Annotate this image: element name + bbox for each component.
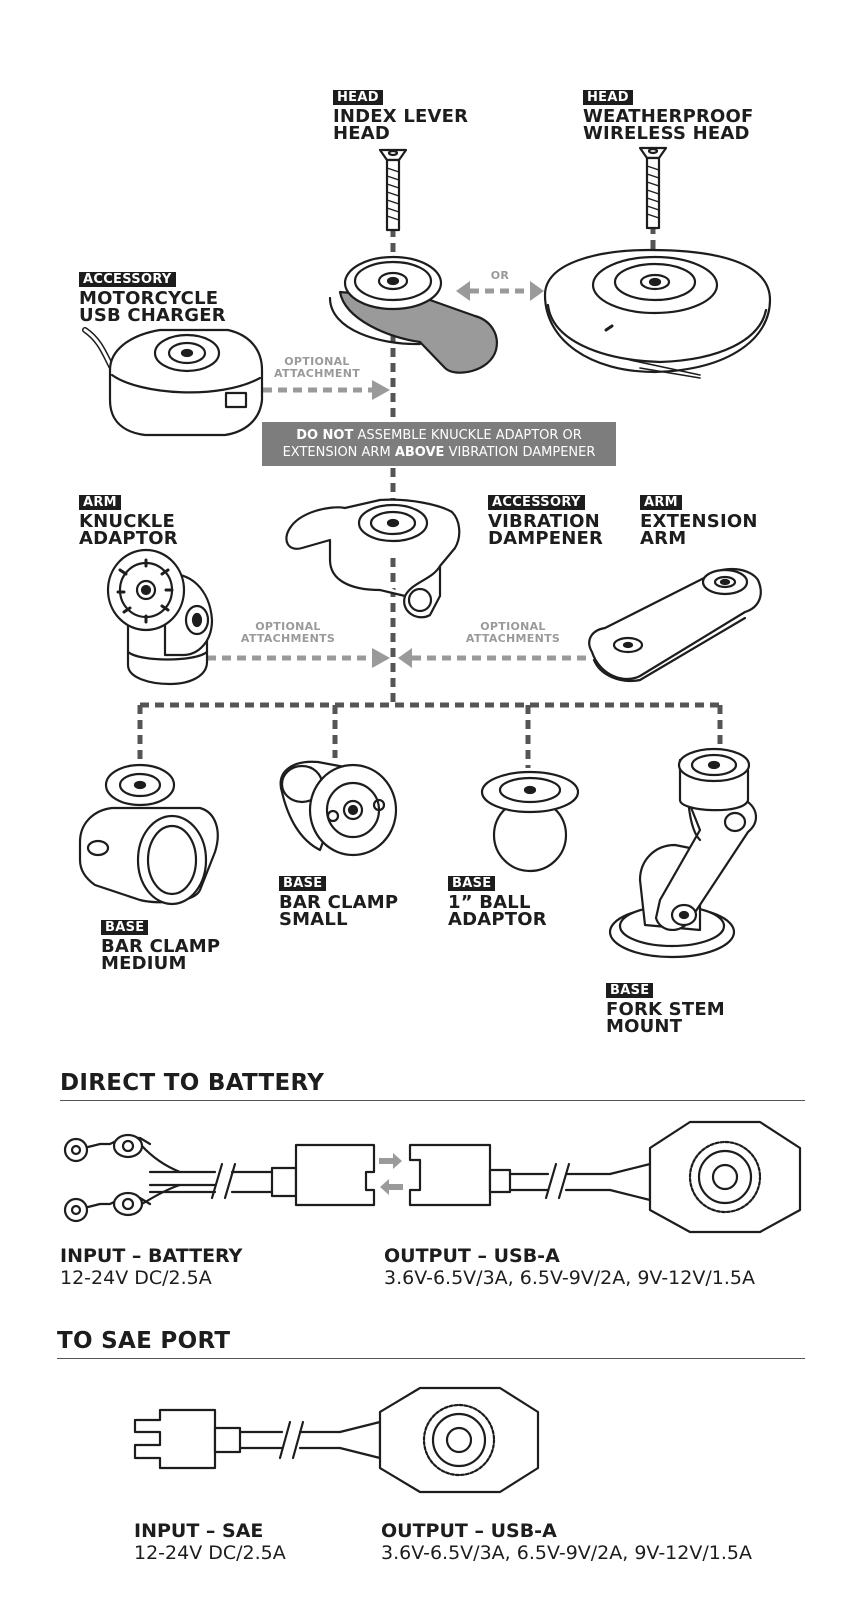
or-annotation: OR bbox=[490, 269, 510, 282]
fork-stem-mount-icon bbox=[608, 747, 757, 959]
extension-arm-icon bbox=[588, 567, 762, 683]
battery-section-divider bbox=[60, 1100, 805, 1101]
accessory-tag: ACCESSORY bbox=[488, 495, 585, 510]
vibration-dampener-icon bbox=[285, 498, 461, 619]
knuckle-adaptor-icon bbox=[106, 548, 214, 686]
sae-input-spec: INPUT – SAE 12-24V DC/2.5A bbox=[134, 1520, 286, 1564]
battery-section-title: DIRECT TO BATTERY bbox=[60, 1070, 325, 1096]
battery-input-spec: INPUT – BATTERY 12-24V DC/2.5A bbox=[60, 1245, 243, 1289]
base-tag: BASE bbox=[279, 876, 327, 891]
screw-icon bbox=[378, 148, 408, 232]
usb-charger-icon bbox=[82, 327, 264, 437]
screw-icon bbox=[638, 146, 668, 230]
arm-tag: ARM bbox=[79, 495, 121, 510]
assembly-warning: DO NOT ASSEMBLE KNUCKLE ADAPTOR OR EXTEN… bbox=[262, 422, 616, 466]
head-tag: HEAD bbox=[583, 90, 633, 105]
wireless-head-icon bbox=[543, 248, 772, 379]
base-tag: BASE bbox=[606, 983, 654, 998]
head-tag: HEAD bbox=[333, 90, 383, 105]
arm-tag: ARM bbox=[640, 495, 682, 510]
sae-output-spec: OUTPUT – USB-A 3.6V-6.5V/3A, 6.5V-9V/2A,… bbox=[381, 1520, 752, 1564]
ball-adaptor-icon bbox=[480, 770, 580, 873]
battery-output-spec: OUTPUT – USB-A 3.6V-6.5V/3A, 6.5V-9V/2A,… bbox=[384, 1245, 755, 1289]
accessory-tag: ACCESSORY bbox=[79, 272, 176, 287]
battery-wiring-icon bbox=[63, 1120, 802, 1234]
sae-section-title: TO SAE PORT bbox=[57, 1328, 231, 1354]
bar-clamp-medium-icon bbox=[78, 763, 219, 906]
optional-arrows bbox=[207, 288, 590, 661]
sae-section-divider bbox=[57, 1358, 805, 1359]
base-tag: BASE bbox=[448, 876, 496, 891]
index-lever-head-icon bbox=[328, 255, 498, 374]
bar-clamp-small-icon bbox=[279, 760, 398, 857]
base-tag: BASE bbox=[101, 920, 149, 935]
sae-wiring-icon bbox=[133, 1386, 540, 1494]
